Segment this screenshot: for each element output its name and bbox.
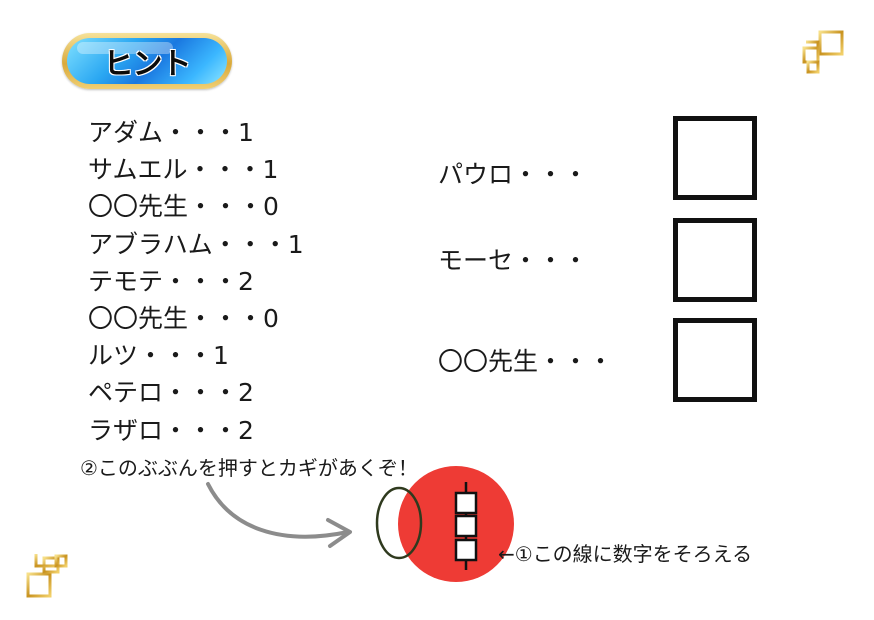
answer-box-moses[interactable]: [673, 218, 757, 302]
hint-badge-inner: ヒント: [67, 38, 227, 84]
clue-list: アダム・・・1 サムエル・・・1 〇〇先生・・・0 アブラハム・・・1 テモテ・…: [88, 114, 418, 449]
push-instruction: ②このぶぶんを押すとカギがあくぞ！: [80, 456, 418, 480]
hint-label: ヒント: [103, 47, 192, 82]
gold-corner-bottom-left: [26, 344, 276, 598]
clue-item: ルツ・・・1: [88, 341, 229, 371]
clue-item: アブラハム・・・1: [88, 229, 304, 259]
align-instruction: ←①この線に数字をそろえる: [498, 542, 753, 566]
answer-label-teacher: 〇〇先生・・・: [438, 347, 614, 376]
gold-corner-top-right: [598, 30, 844, 282]
clue-item: 〇〇先生・・・0: [88, 192, 279, 222]
dial-digit-3[interactable]: [454, 538, 478, 562]
clue-item: アダム・・・1: [88, 118, 254, 147]
answer-box-teacher[interactable]: [673, 318, 757, 402]
clue-item: テモテ・・・2: [88, 266, 254, 296]
hint-badge: ヒント: [62, 33, 232, 89]
clue-item: 〇〇先生・・・0: [88, 303, 279, 333]
answer-label-moses: モーセ・・・: [438, 246, 589, 275]
dial-digit-1[interactable]: [454, 491, 478, 515]
clue-item: サムエル・・・1: [88, 155, 279, 185]
combination-lock: [375, 466, 514, 582]
curved-arrow-icon: [206, 482, 352, 548]
answer-box-paul[interactable]: [673, 116, 757, 200]
answer-label-paul: パウロ・・・: [438, 160, 589, 189]
clue-item: ラザロ・・・2: [88, 415, 254, 445]
dial-digit-2[interactable]: [454, 514, 478, 538]
clue-item: ペテロ・・・2: [88, 378, 254, 408]
lock-button[interactable]: [375, 486, 423, 560]
